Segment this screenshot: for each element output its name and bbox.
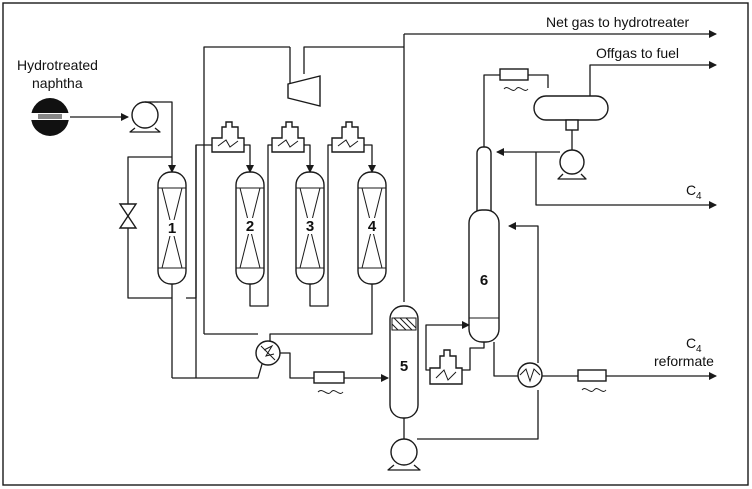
pump-icon: [387, 438, 421, 471]
stabilizer-bottoms-line: [493, 342, 518, 377]
furnace-to-r3-line: [304, 144, 314, 173]
pump-icon: [557, 149, 587, 180]
feed-return-line: [171, 298, 263, 379]
condenser-to-drum-line: [528, 74, 549, 88]
heat-exchanger-icon: [517, 362, 543, 388]
feed-label-line1: Hydrotreated: [17, 57, 98, 73]
compressor-suction-line: [303, 46, 404, 74]
air-cooler-icon: [577, 369, 607, 392]
reformate-c-label: C: [686, 335, 696, 351]
c4-label: C: [686, 182, 696, 198]
stabilizer-to-reboiler: [462, 342, 485, 371]
feed-label-line2: naphtha: [32, 75, 83, 91]
recycle-header-left: [203, 46, 290, 334]
valve-icon: [118, 203, 138, 229]
reformate-c-subscript: 4: [696, 344, 702, 355]
furnace-to-r2-line: [244, 144, 254, 173]
compressor-icon: [287, 75, 321, 107]
r1-to-furnace-line: [186, 144, 212, 299]
reactor-3: 3: [295, 171, 325, 285]
r3-to-furnace-line: [309, 144, 332, 307]
overhead-vapor-line: [483, 74, 500, 147]
feed-drum-icon: [31, 98, 69, 136]
offgas-label: Offgas to fuel: [596, 45, 679, 61]
furnace-to-r4-line: [364, 144, 376, 173]
reactor-1-number: 1: [168, 220, 176, 237]
pump-to-reactor1-line: [158, 101, 176, 173]
reactor-4-number: 4: [368, 218, 377, 235]
reflux-drum-icon: [533, 95, 609, 131]
c4-product-line: [535, 152, 717, 209]
exchanger-to-stabilizer-feed: [508, 222, 539, 363]
c4-subscript: 4: [696, 191, 702, 202]
stabilizer-6-number: 6: [480, 272, 488, 289]
pump-icon: [129, 101, 161, 133]
reactor-2-number: 2: [246, 218, 254, 235]
separator-5-number: 5: [400, 358, 408, 375]
pump-to-stabilizer-line: [417, 390, 539, 440]
furnace-icon: [429, 349, 463, 385]
air-cooler-icon: [499, 68, 529, 91]
air-cooler-icon: [313, 371, 345, 394]
reactor-1: 1: [157, 171, 187, 285]
stabilizer-6: 6: [468, 146, 500, 343]
r2-to-furnace-line: [249, 144, 272, 307]
exchanger-to-cooler-line: [280, 352, 314, 379]
reactor-2: 2: [235, 171, 265, 285]
reboiler-return: [425, 321, 470, 371]
reformate-label: reformate: [654, 353, 714, 369]
furnace-icon: [211, 121, 245, 153]
net-gas-label: Net gas to hydrotreater: [546, 14, 690, 30]
furnace-icon: [271, 121, 305, 153]
reactor-3-number: 3: [306, 218, 314, 235]
heat-exchanger-icon: [255, 340, 281, 366]
separator-5: 5: [389, 305, 419, 419]
furnace-icon: [331, 121, 365, 153]
r4-to-exchanger-line: [269, 284, 373, 342]
reactor-4: 4: [357, 171, 387, 285]
offgas-line: [589, 61, 717, 96]
